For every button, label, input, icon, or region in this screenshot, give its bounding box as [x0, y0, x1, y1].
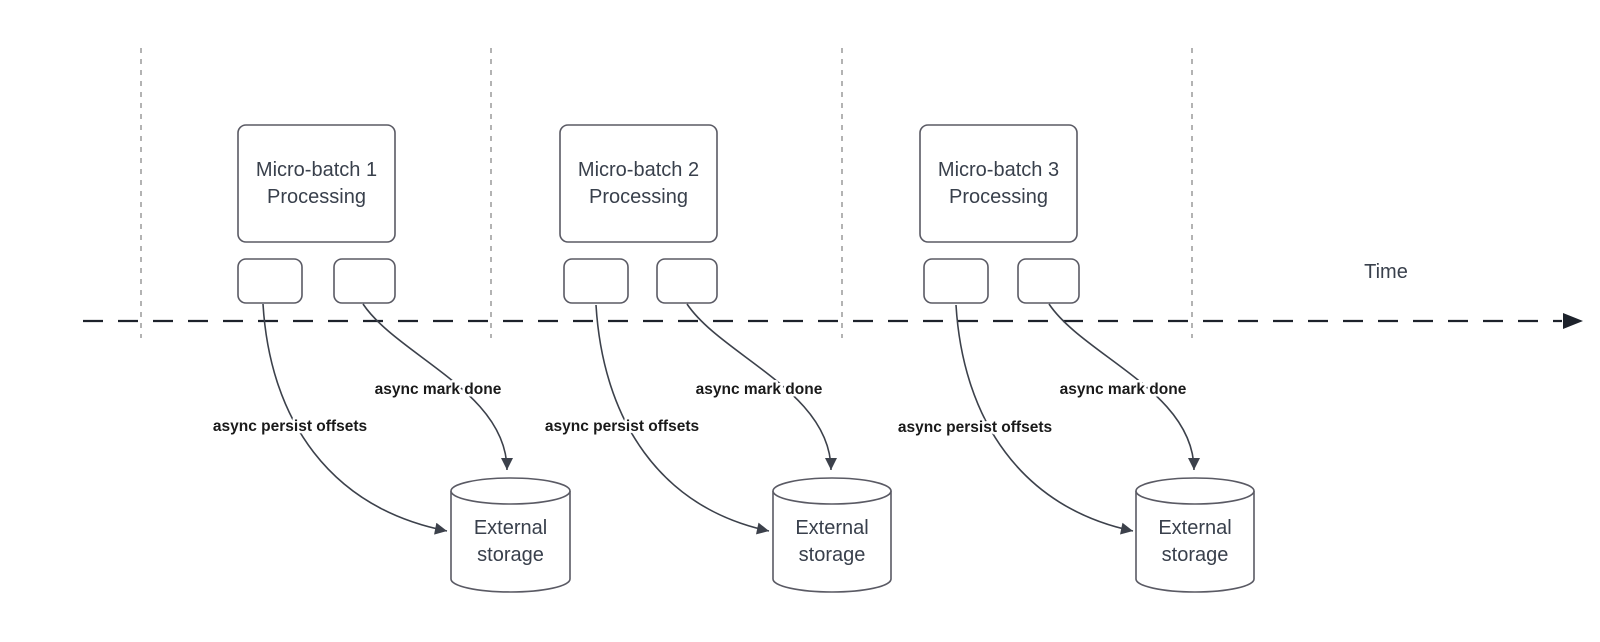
async-mark-done-label: async mark done: [696, 381, 823, 398]
cylinder-top: [450, 477, 571, 505]
async-persist-offsets-label: async persist offsets: [898, 419, 1052, 436]
persist-offsets-task-box: [237, 258, 303, 304]
external-storage-cylinder: External storage: [450, 477, 571, 593]
persist-offsets-task-box: [923, 258, 989, 304]
external-storage-label-line1: External: [474, 517, 547, 539]
async-mark-done-label: async mark done: [375, 381, 502, 398]
micro-batch-3-group: Micro-batch 3 Processing async persist o…: [895, 124, 1255, 593]
cylinder-body: [450, 491, 571, 593]
external-storage-label-line2: storage: [799, 544, 866, 566]
external-storage-label-line2: storage: [477, 544, 544, 566]
async-mark-done-arrow: [362, 303, 513, 471]
processing-box-title-line2: Processing: [267, 186, 366, 208]
time-axis-label: Time: [1364, 261, 1408, 283]
async-persist-offsets-arrow: [262, 303, 448, 535]
persist-offsets-task-box: [563, 258, 629, 304]
external-storage-label-line1: External: [795, 517, 868, 539]
async-mark-done-label: async mark done: [1060, 381, 1187, 398]
processing-box: [919, 124, 1078, 243]
external-storage-label-line2: storage: [1162, 544, 1229, 566]
cylinder-body: [1135, 491, 1255, 593]
async-persist-offsets-label: async persist offsets: [545, 418, 699, 435]
async-persist-offsets-label: async persist offsets: [213, 418, 367, 435]
async-mark-done-arrow: [1048, 303, 1200, 471]
processing-box-title-line2: Processing: [949, 186, 1048, 208]
external-storage-cylinder: External storage: [1135, 477, 1255, 593]
processing-box-title-line1: Micro-batch 3: [938, 159, 1059, 181]
mark-done-task-box: [333, 258, 396, 304]
async-mark-done-arrow: [686, 303, 837, 471]
processing-box-title-line2: Processing: [589, 186, 688, 208]
processing-box: [237, 124, 396, 243]
async-persist-offsets-arrow: [955, 304, 1134, 535]
micro-batch-2-group: Micro-batch 2 Processing async persist o…: [542, 124, 892, 593]
cylinder-body: [772, 491, 892, 593]
time-axis-arrowhead-icon: [1563, 313, 1583, 329]
mark-done-task-box: [1017, 258, 1080, 304]
mark-done-task-box: [656, 258, 718, 304]
micro-batch-1-group: Micro-batch 1 Processing async persist o…: [210, 124, 571, 593]
processing-box: [559, 124, 718, 243]
external-storage-cylinder: External storage: [772, 477, 892, 593]
processing-box-title-line1: Micro-batch 1: [256, 159, 377, 181]
external-storage-label-line1: External: [1158, 517, 1231, 539]
cylinder-top: [1135, 477, 1255, 505]
async-persist-offsets-arrow: [595, 304, 770, 535]
processing-box-title-line1: Micro-batch 2: [578, 159, 699, 181]
cylinder-top: [772, 477, 892, 505]
